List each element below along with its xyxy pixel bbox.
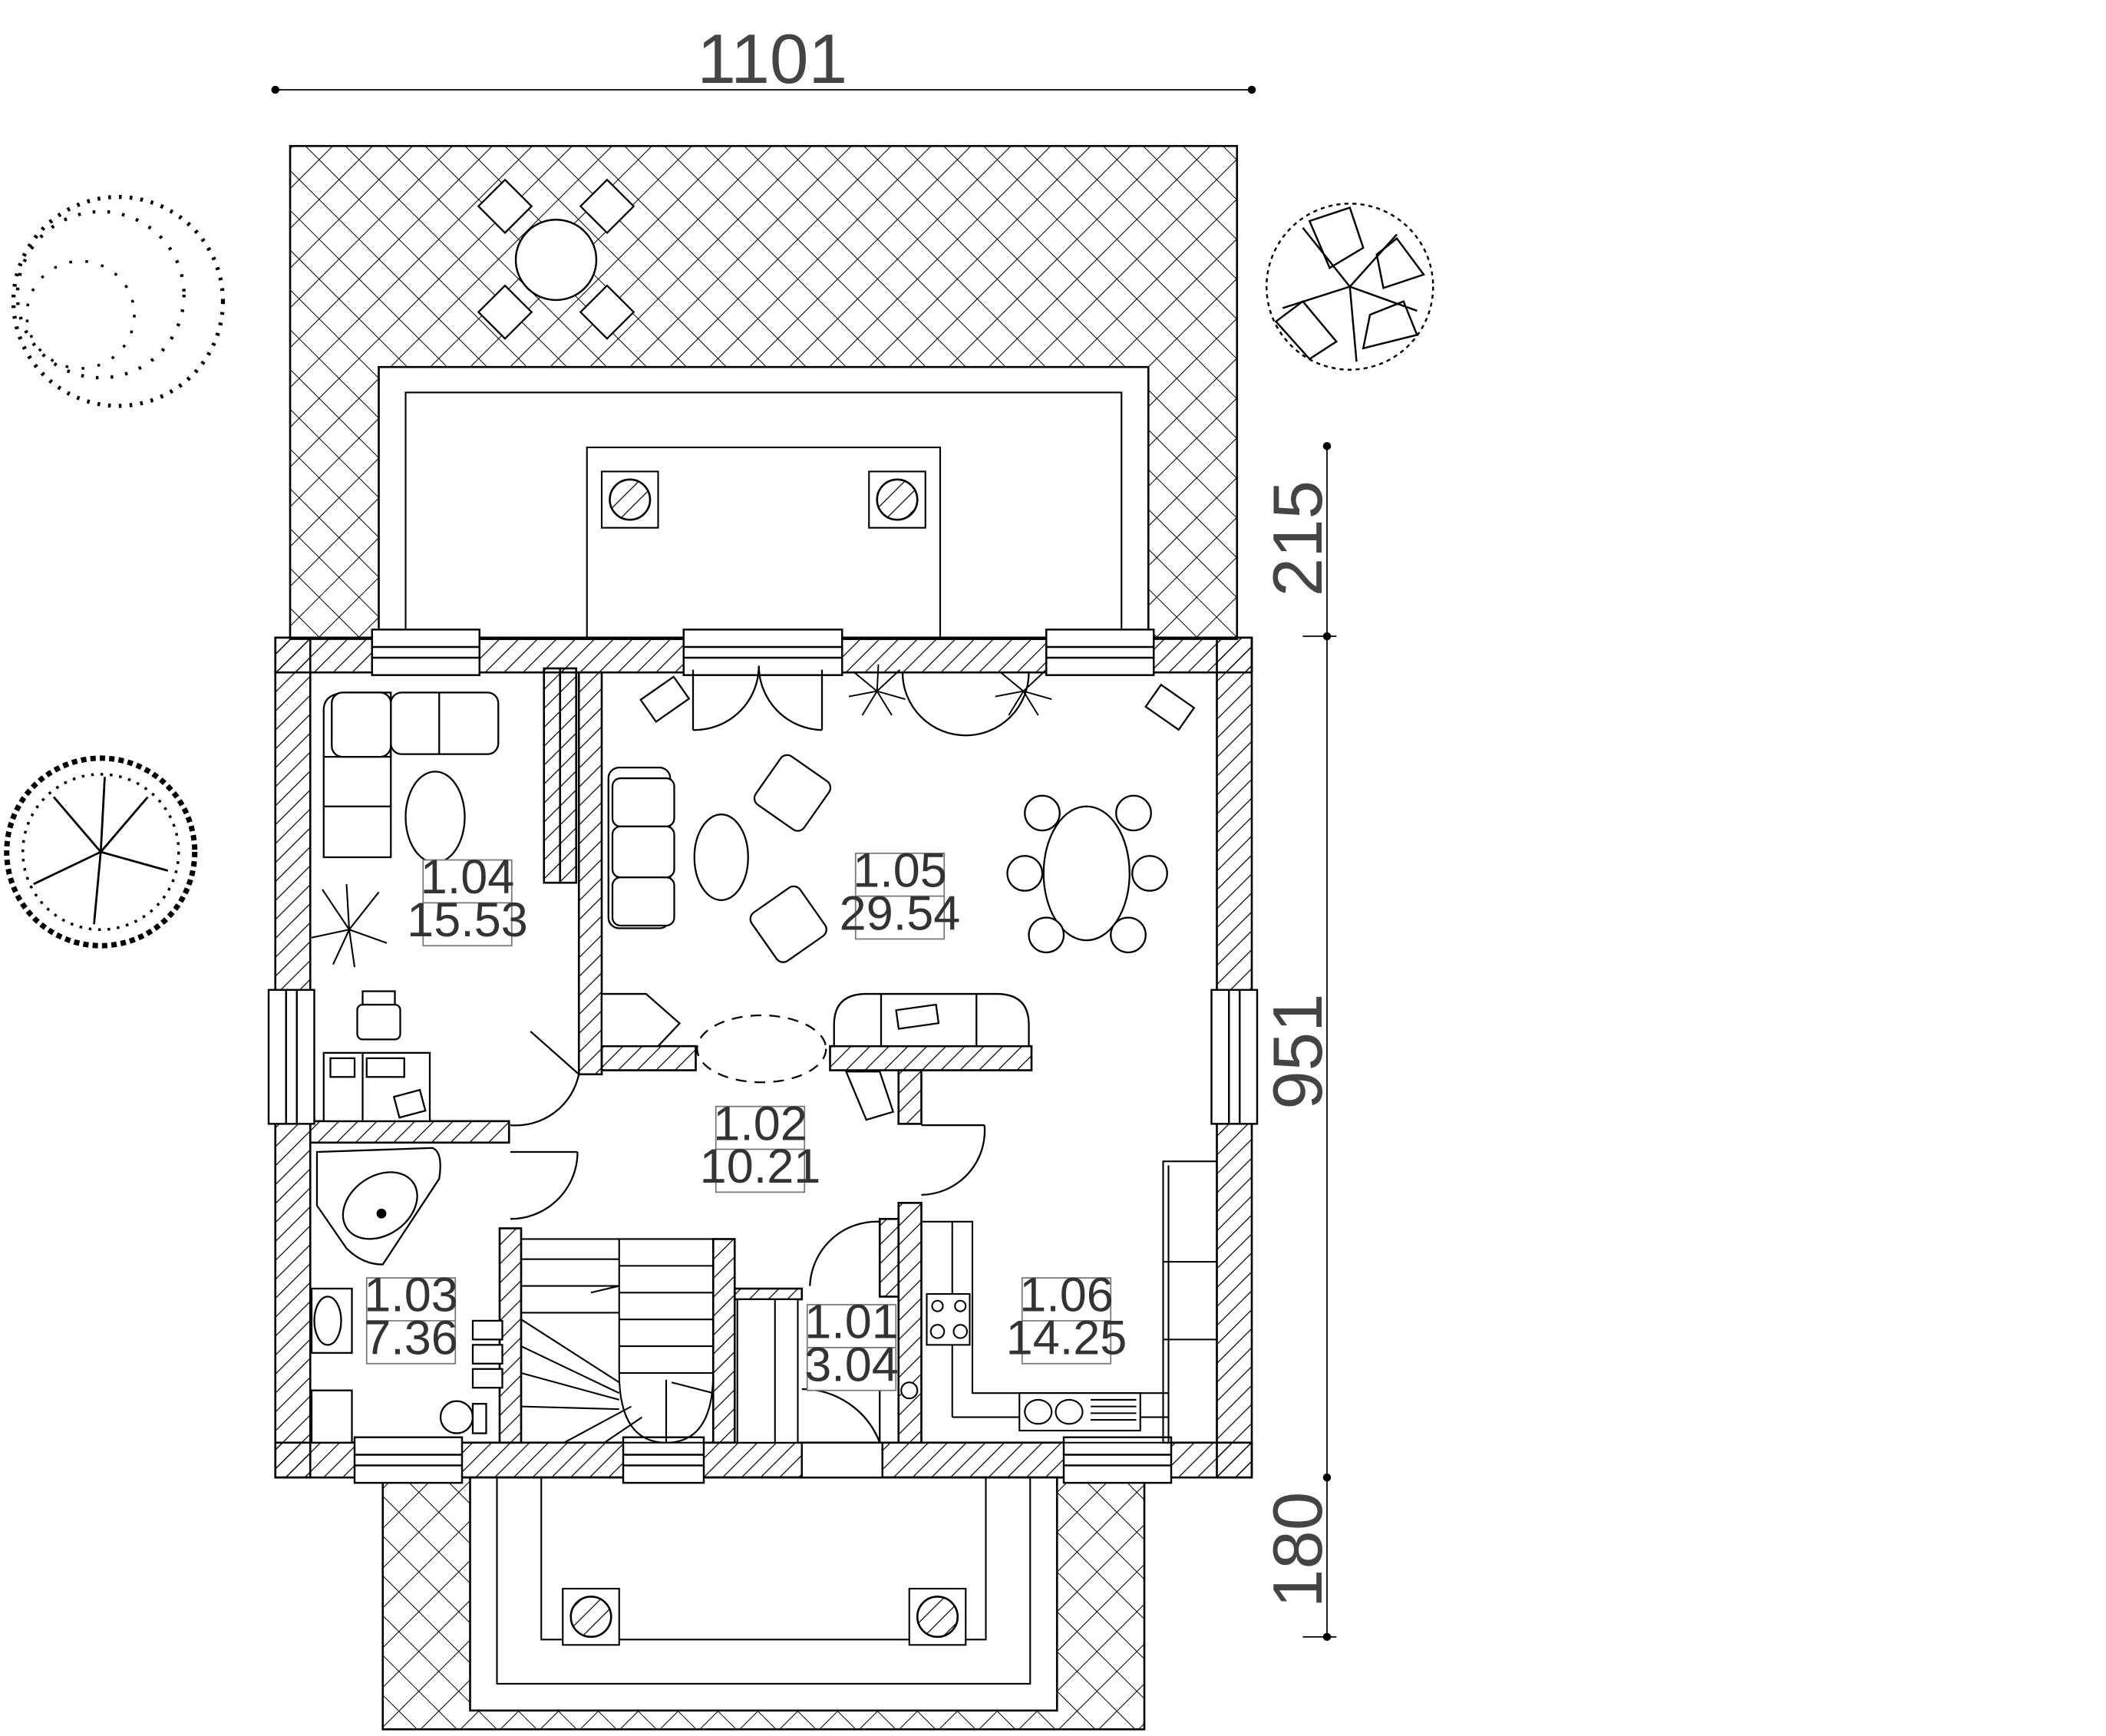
window xyxy=(622,1436,705,1484)
room-106-fixtures xyxy=(900,1160,1218,1444)
dimension-right-middle-label: 951 xyxy=(1259,993,1337,1109)
room-label-104: 1.04 15.53 xyxy=(407,850,528,947)
cabinet-column-icon xyxy=(1162,1160,1218,1444)
doors xyxy=(510,665,1030,1444)
toilet-icon xyxy=(439,1400,487,1434)
coffee-table-icon xyxy=(404,771,466,864)
corner-cabinet-icon xyxy=(639,675,691,723)
office-chair-icon xyxy=(356,990,401,1041)
window xyxy=(353,1436,464,1484)
dimension-right-bottom-label: 180 xyxy=(1259,1492,1337,1608)
bottom-porch xyxy=(381,1476,1146,1731)
room-number: 1.06 xyxy=(1019,1269,1114,1322)
desk-icon xyxy=(322,1051,431,1123)
room-101-furniture xyxy=(736,1298,799,1444)
armchair-icon xyxy=(749,754,832,963)
boiler-icon xyxy=(471,1319,503,1389)
plant-icon xyxy=(311,883,388,968)
dimension-width: 1101 xyxy=(271,21,1256,98)
room-label-101: 1.01 3.04 xyxy=(804,1295,899,1392)
window xyxy=(267,988,315,1125)
window xyxy=(1062,1436,1173,1484)
tree-icon xyxy=(1266,203,1434,371)
room-area: 10.21 xyxy=(700,1140,821,1193)
room-103-fixtures xyxy=(310,1147,503,1444)
planter-icon xyxy=(908,1587,967,1646)
room-label-106: 1.06 14.25 xyxy=(1006,1269,1127,1365)
tree-icon xyxy=(4,755,198,949)
window xyxy=(1210,988,1259,1125)
windows xyxy=(267,629,1259,1484)
planter-icon xyxy=(600,470,659,529)
room-105-furniture xyxy=(600,664,1196,1121)
rug-icon xyxy=(696,1014,827,1084)
sofa-icon xyxy=(607,766,675,929)
room-label-102: 1.02 10.21 xyxy=(700,1097,821,1193)
dimension-right-top-label: 215 xyxy=(1259,480,1337,596)
window xyxy=(1045,629,1155,676)
dimension-width-label: 1101 xyxy=(697,21,847,98)
room-area: 15.53 xyxy=(407,893,528,947)
cabinet-icon xyxy=(310,1389,353,1444)
drain-icon xyxy=(900,1381,919,1400)
room-area: 29.54 xyxy=(840,886,961,940)
staircase-icon xyxy=(520,1238,715,1444)
room-area: 3.04 xyxy=(804,1338,899,1392)
tree-icon xyxy=(11,194,226,408)
room-label-103: 1.03 7.36 xyxy=(364,1269,458,1365)
top-terrace xyxy=(289,144,1239,640)
corner-sofa-icon xyxy=(322,691,500,859)
room-label-105: 1.05 29.54 xyxy=(840,844,961,941)
room-104-furniture xyxy=(311,691,500,1123)
room-number: 1.05 xyxy=(853,844,947,898)
stove-icon xyxy=(926,1292,971,1346)
dining-table-icon xyxy=(1006,794,1168,954)
fireplace-icon xyxy=(833,992,1030,1048)
plant-icon xyxy=(848,664,1052,716)
dining-set-icon xyxy=(477,178,635,340)
room-area: 14.25 xyxy=(1006,1312,1127,1365)
corner-cabinet-icon xyxy=(600,992,682,1048)
window xyxy=(371,629,480,676)
planter-icon xyxy=(562,1587,620,1646)
corner-cabinet-icon xyxy=(1144,683,1196,731)
bathtub-icon xyxy=(315,1147,441,1266)
corner-cabinet-icon xyxy=(844,1071,895,1121)
dimension-right: 215 951 180 xyxy=(1259,441,1337,1642)
entrance-door xyxy=(800,1441,883,1479)
kitchen-sink-icon xyxy=(1018,1392,1141,1432)
room-number: 1.04 xyxy=(421,850,515,904)
window xyxy=(682,629,843,676)
room-number: 1.02 xyxy=(713,1097,807,1150)
room-number: 1.01 xyxy=(804,1295,899,1349)
planter-icon xyxy=(868,470,926,529)
room-area: 7.36 xyxy=(364,1312,458,1365)
room-number: 1.03 xyxy=(364,1269,458,1322)
coffee-table-icon xyxy=(693,814,749,902)
sink-icon xyxy=(310,1287,353,1354)
